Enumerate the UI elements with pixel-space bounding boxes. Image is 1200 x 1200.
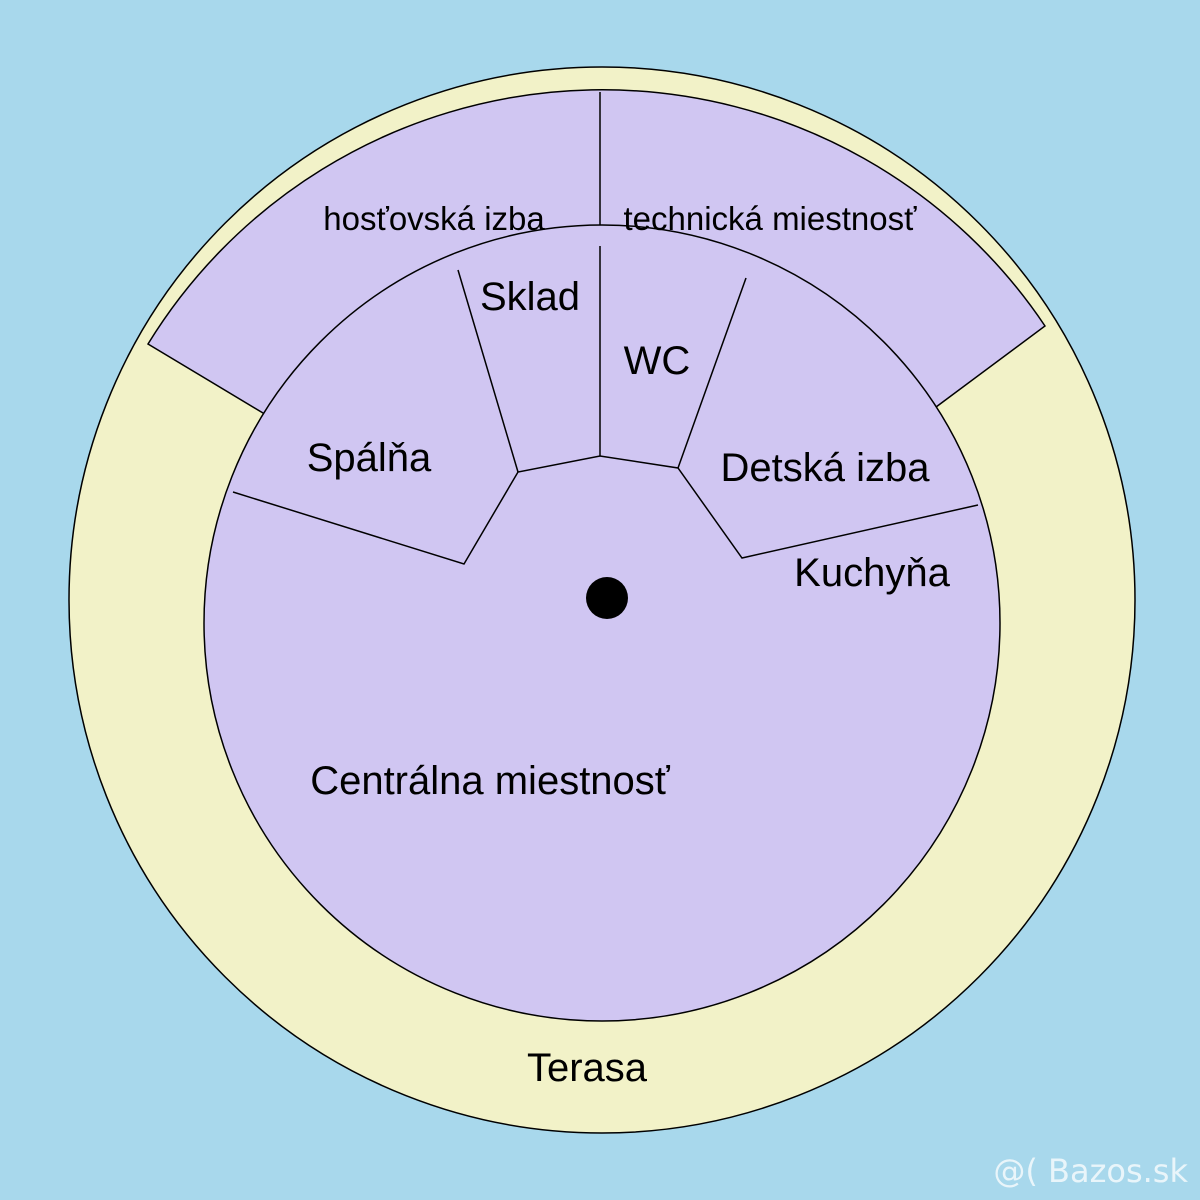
- center-dot: [586, 577, 628, 619]
- bedroom-storage-wall: [457, 269, 519, 473]
- label-kids-room: Detská izba: [721, 446, 931, 490]
- watermark-text: @( Bazos.sk: [993, 1152, 1188, 1190]
- label-terrace: Terasa: [527, 1046, 648, 1090]
- label-bedroom: Spálňa: [307, 436, 432, 480]
- inner-circle: [203, 224, 1001, 1022]
- label-kitchen: Kuchyňa: [794, 551, 950, 595]
- label-technical-room: technická miestnosť: [623, 200, 917, 237]
- label-storage: Sklad: [480, 275, 580, 319]
- wc-kids-wall: [677, 277, 747, 469]
- label-guest-room: hosťovská izba: [323, 200, 545, 237]
- label-central-room: Centrálna miestnosť: [310, 759, 671, 803]
- label-wc: WC: [624, 339, 691, 383]
